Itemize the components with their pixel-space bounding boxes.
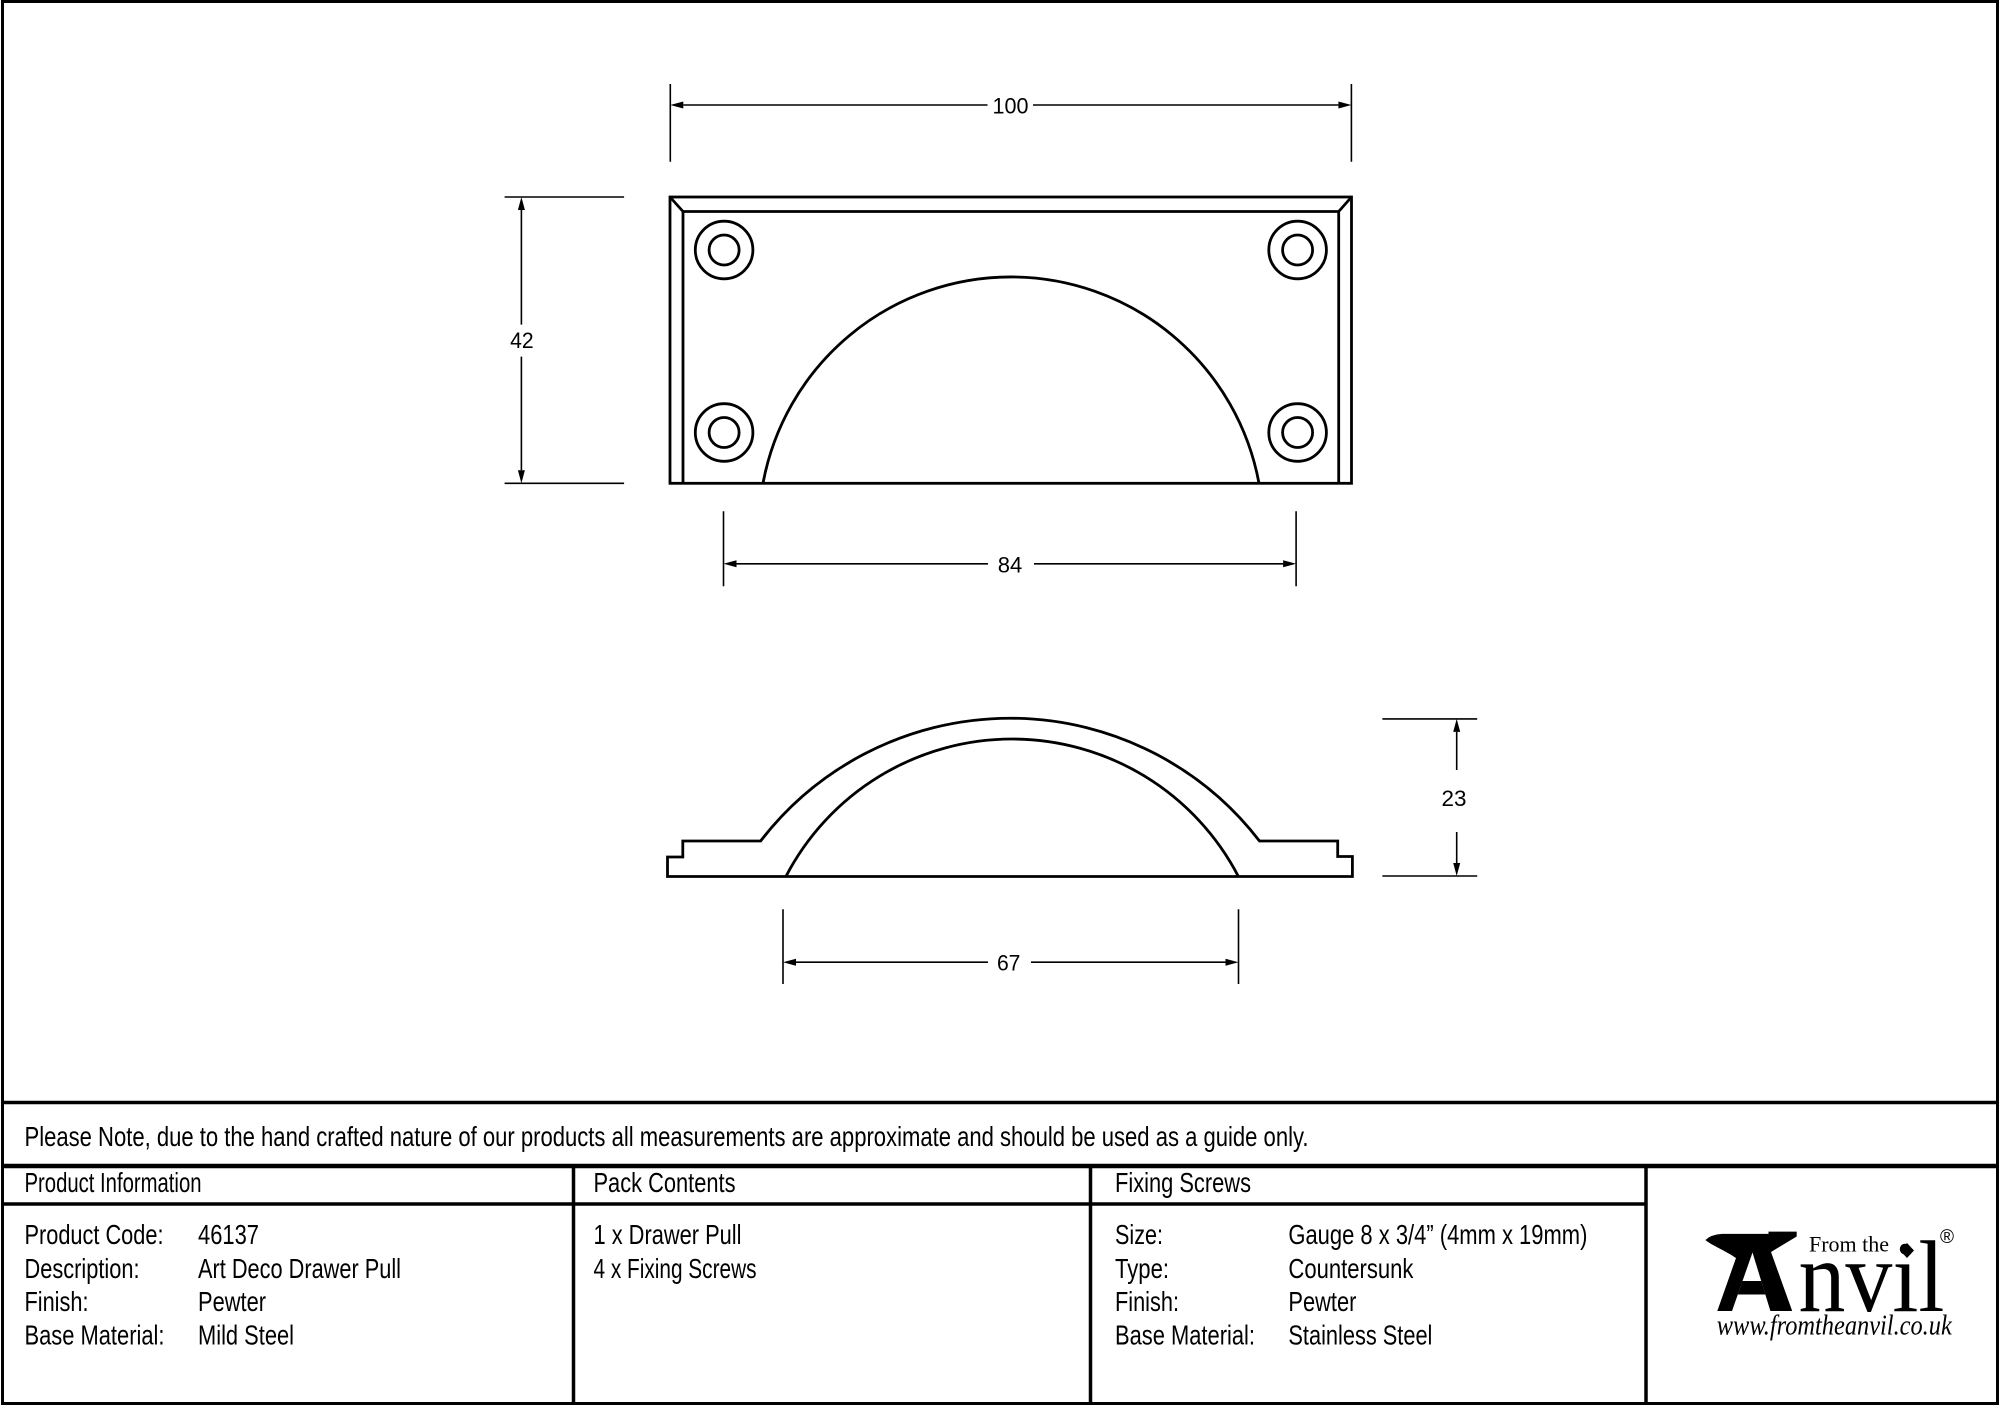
- svg-text:nvil: nvil: [1799, 1221, 1945, 1334]
- svg-text:Product Code:: Product Code:: [25, 1219, 164, 1250]
- svg-text:84: 84: [998, 552, 1023, 577]
- svg-text:Product Information: Product Information: [25, 1167, 202, 1198]
- svg-text:®: ®: [1940, 1227, 1954, 1248]
- svg-text:Art Deco Drawer Pull: Art Deco Drawer Pull: [198, 1253, 401, 1284]
- svg-text:Gauge 8 x 3/4” (4mm x 19mm): Gauge 8 x 3/4” (4mm x 19mm): [1288, 1219, 1587, 1250]
- svg-text:Fixing Screws: Fixing Screws: [1115, 1167, 1251, 1198]
- svg-text:Size:: Size:: [1115, 1219, 1163, 1250]
- svg-text:Finish:: Finish:: [1115, 1286, 1179, 1317]
- svg-text:From the: From the: [1809, 1232, 1889, 1257]
- svg-text:100: 100: [993, 94, 1029, 119]
- svg-text:67: 67: [997, 951, 1021, 976]
- svg-text:Pewter: Pewter: [1288, 1286, 1356, 1317]
- svg-text:Countersunk: Countersunk: [1288, 1253, 1414, 1284]
- svg-text:Base Material:: Base Material:: [25, 1319, 165, 1350]
- svg-text:Mild Steel: Mild Steel: [198, 1319, 294, 1350]
- svg-text:23: 23: [1442, 786, 1467, 811]
- svg-text:Finish:: Finish:: [25, 1286, 89, 1317]
- svg-text:Stainless Steel: Stainless Steel: [1288, 1319, 1432, 1350]
- svg-text:Type:: Type:: [1115, 1253, 1169, 1284]
- svg-text:Base Material:: Base Material:: [1115, 1319, 1255, 1350]
- svg-text:Description:: Description:: [25, 1253, 140, 1284]
- svg-text:www.fromtheanvil.co.uk: www.fromtheanvil.co.uk: [1717, 1309, 1953, 1341]
- svg-text:46137: 46137: [198, 1219, 259, 1250]
- svg-text:Pewter: Pewter: [198, 1286, 266, 1317]
- svg-text:4 x Fixing Screws: 4 x Fixing Screws: [594, 1253, 757, 1284]
- svg-text:42: 42: [510, 328, 534, 353]
- svg-text:1 x Drawer Pull: 1 x Drawer Pull: [594, 1219, 742, 1250]
- svg-text:Pack Contents: Pack Contents: [594, 1167, 736, 1198]
- svg-text:Please Note, due to the hand c: Please Note, due to the hand crafted nat…: [25, 1121, 1309, 1152]
